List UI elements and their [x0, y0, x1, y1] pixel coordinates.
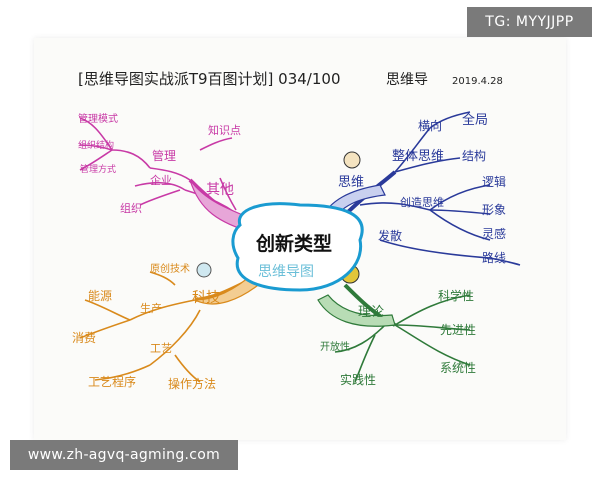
- lt-leaf-1: 组织结构: [78, 139, 114, 151]
- branch-right-bottom-swoosh: [317, 294, 396, 327]
- watermark-top: TG: MYYJJPP: [467, 7, 592, 37]
- rt-leaf-3: 逻辑: [482, 175, 506, 189]
- lt-item-1: 管理: [152, 148, 176, 163]
- lb-item-2: 工艺: [150, 342, 172, 355]
- lb-leaf-2: 工艺程序: [88, 374, 136, 389]
- rt-item-1: 创造思维: [400, 195, 444, 209]
- rt-leaf-1: 全局: [462, 112, 488, 128]
- rb-item-2: 系统性: [440, 361, 476, 375]
- rt-leaf-2: 结构: [462, 148, 486, 163]
- rt-item-2: 发散: [378, 228, 402, 243]
- header-signature: 思维导: [386, 72, 428, 88]
- lt-item-2: 企业: [150, 173, 172, 187]
- center-bubble: [231, 202, 364, 292]
- rt-leaf-5: 灵感: [482, 226, 506, 241]
- rt-item-0: 整体思维: [392, 149, 444, 164]
- center-title: 创新类型: [255, 232, 332, 255]
- lt-leaf-0: 管理模式: [78, 112, 118, 125]
- eye-icon: [196, 262, 212, 278]
- lb-item-1: 生产: [140, 301, 162, 315]
- header-date: 2019.4.28: [452, 76, 503, 87]
- header-title: [思维导图实战派T9百图计划] 034/100: [78, 70, 341, 88]
- head-icon: [343, 151, 361, 169]
- rb-item-1: 先进性: [440, 323, 476, 337]
- rt-leaf-0: 横向: [418, 118, 442, 133]
- branch-right-top-label: 思维: [338, 175, 364, 190]
- rt-leaf-4: 形象: [482, 203, 506, 217]
- lb-item-3: 操作方法: [168, 376, 216, 391]
- branch-left-top-label: 其他: [206, 182, 234, 198]
- center-subtitle: 思维导图: [258, 264, 314, 280]
- lb-leaf-0: 能源: [88, 289, 112, 303]
- rb-item-3: 开放性: [320, 340, 350, 353]
- rt-leaf-6: 路线: [482, 250, 506, 265]
- lt-item-0: 知识点: [208, 123, 241, 137]
- lb-item-0: 原创技术: [150, 262, 190, 275]
- lt-item-3: 组织: [120, 201, 142, 215]
- rb-item-4: 实践性: [340, 372, 376, 387]
- branch-right-bottom-label: 理论: [358, 305, 384, 320]
- branch-left-bottom-label: 科技: [192, 290, 220, 306]
- lb-leaf-1: 消费: [72, 331, 96, 345]
- rb-item-0: 科学性: [438, 288, 474, 303]
- watermark-bottom: www.zh-agvq-agming.com: [10, 440, 238, 470]
- lt-leaf-2: 管理方式: [80, 163, 116, 175]
